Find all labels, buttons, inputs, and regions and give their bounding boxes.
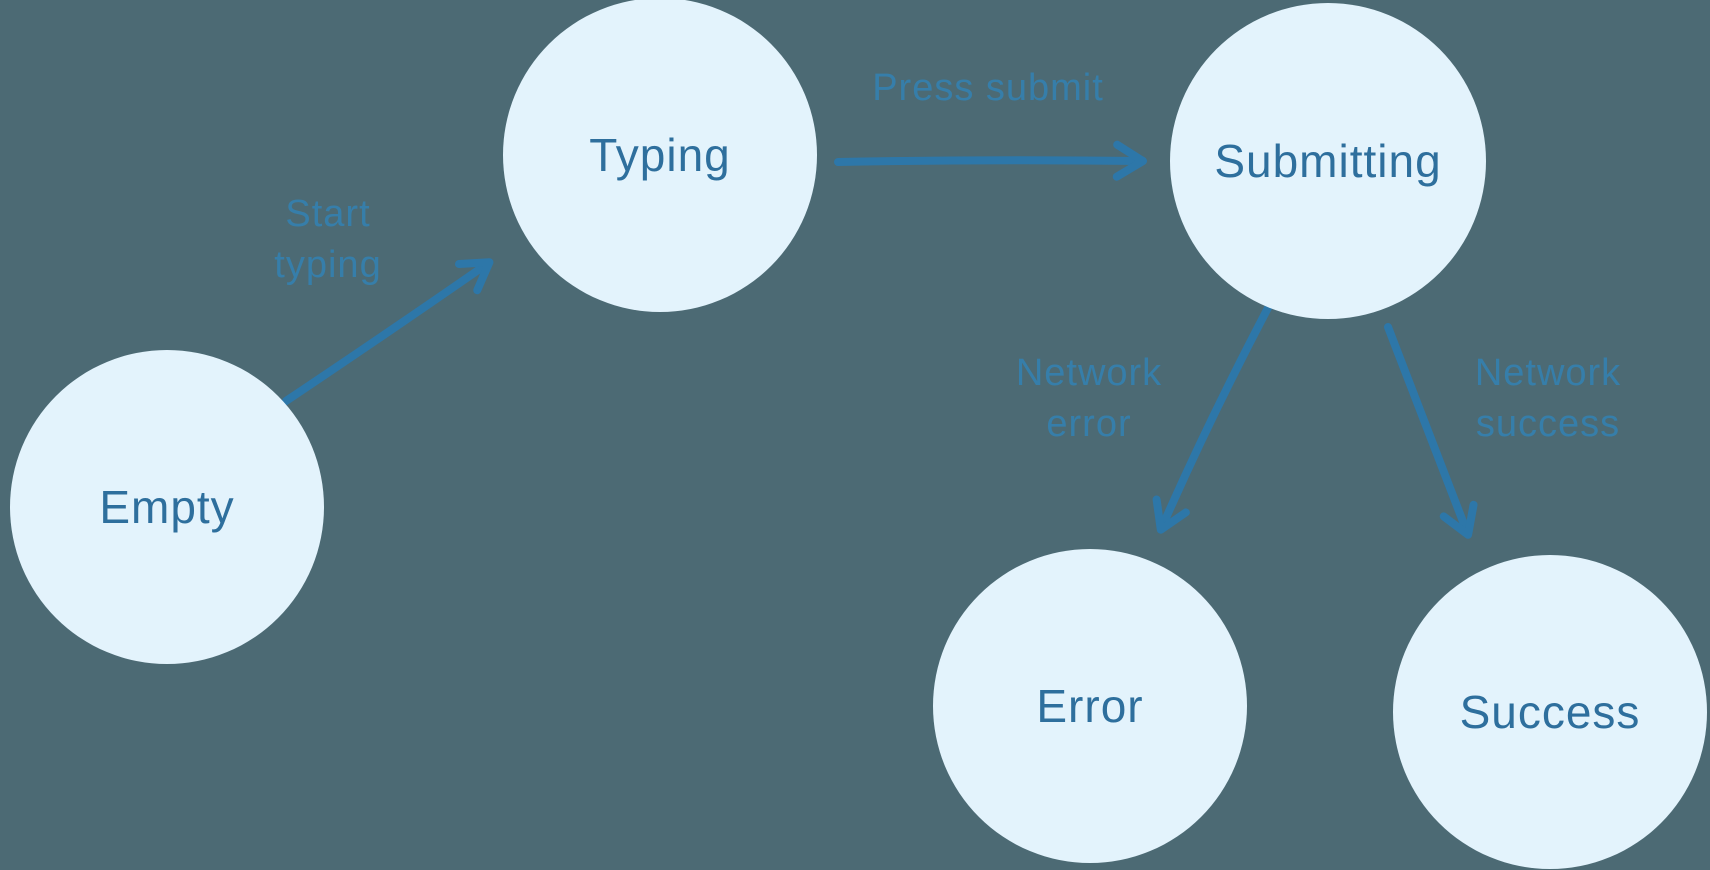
edge-press-submit[interactable]: Press submit [834,67,1147,181]
error-label: Error [1036,680,1143,732]
submitting-label: Submitting [1214,135,1441,187]
state-node-success[interactable]: Success [1393,555,1707,869]
press-submit-arrow [834,140,1147,181]
empty-label: Empty [99,481,234,533]
state-node-typing[interactable]: Typing [503,0,817,312]
edge-network-success[interactable]: Network success [1384,323,1621,539]
typing-label: Typing [589,129,731,181]
empty-circle [10,350,324,664]
edge-network-error[interactable]: Network error [1016,302,1273,534]
state-node-submitting[interactable]: Submitting [1170,3,1486,319]
edge-label-network-error-line1: Network [1016,352,1162,394]
edge-label-network-success-line2: success [1476,403,1620,445]
edge-label-network-success-line1: Network [1475,352,1621,394]
edge-label-network-error-line2: error [1046,403,1131,445]
state-node-error[interactable]: Error [933,549,1247,863]
typing-circle [503,0,817,312]
success-label: Success [1460,686,1641,738]
edge-label-press-submit: Press submit [872,67,1104,109]
start-typing-arrow [282,258,494,405]
network-error-arrow [1152,302,1273,534]
edge-label-start-typing-line2: typing [274,244,381,286]
error-circle [933,549,1247,863]
submitting-circle [1170,3,1486,319]
edge-label-start-typing-line1: Start [285,193,370,235]
network-success-arrow [1384,323,1478,539]
edge-start-typing[interactable]: Start typing [274,193,494,405]
state-node-empty[interactable]: Empty [10,350,324,664]
success-circle [1393,555,1707,869]
